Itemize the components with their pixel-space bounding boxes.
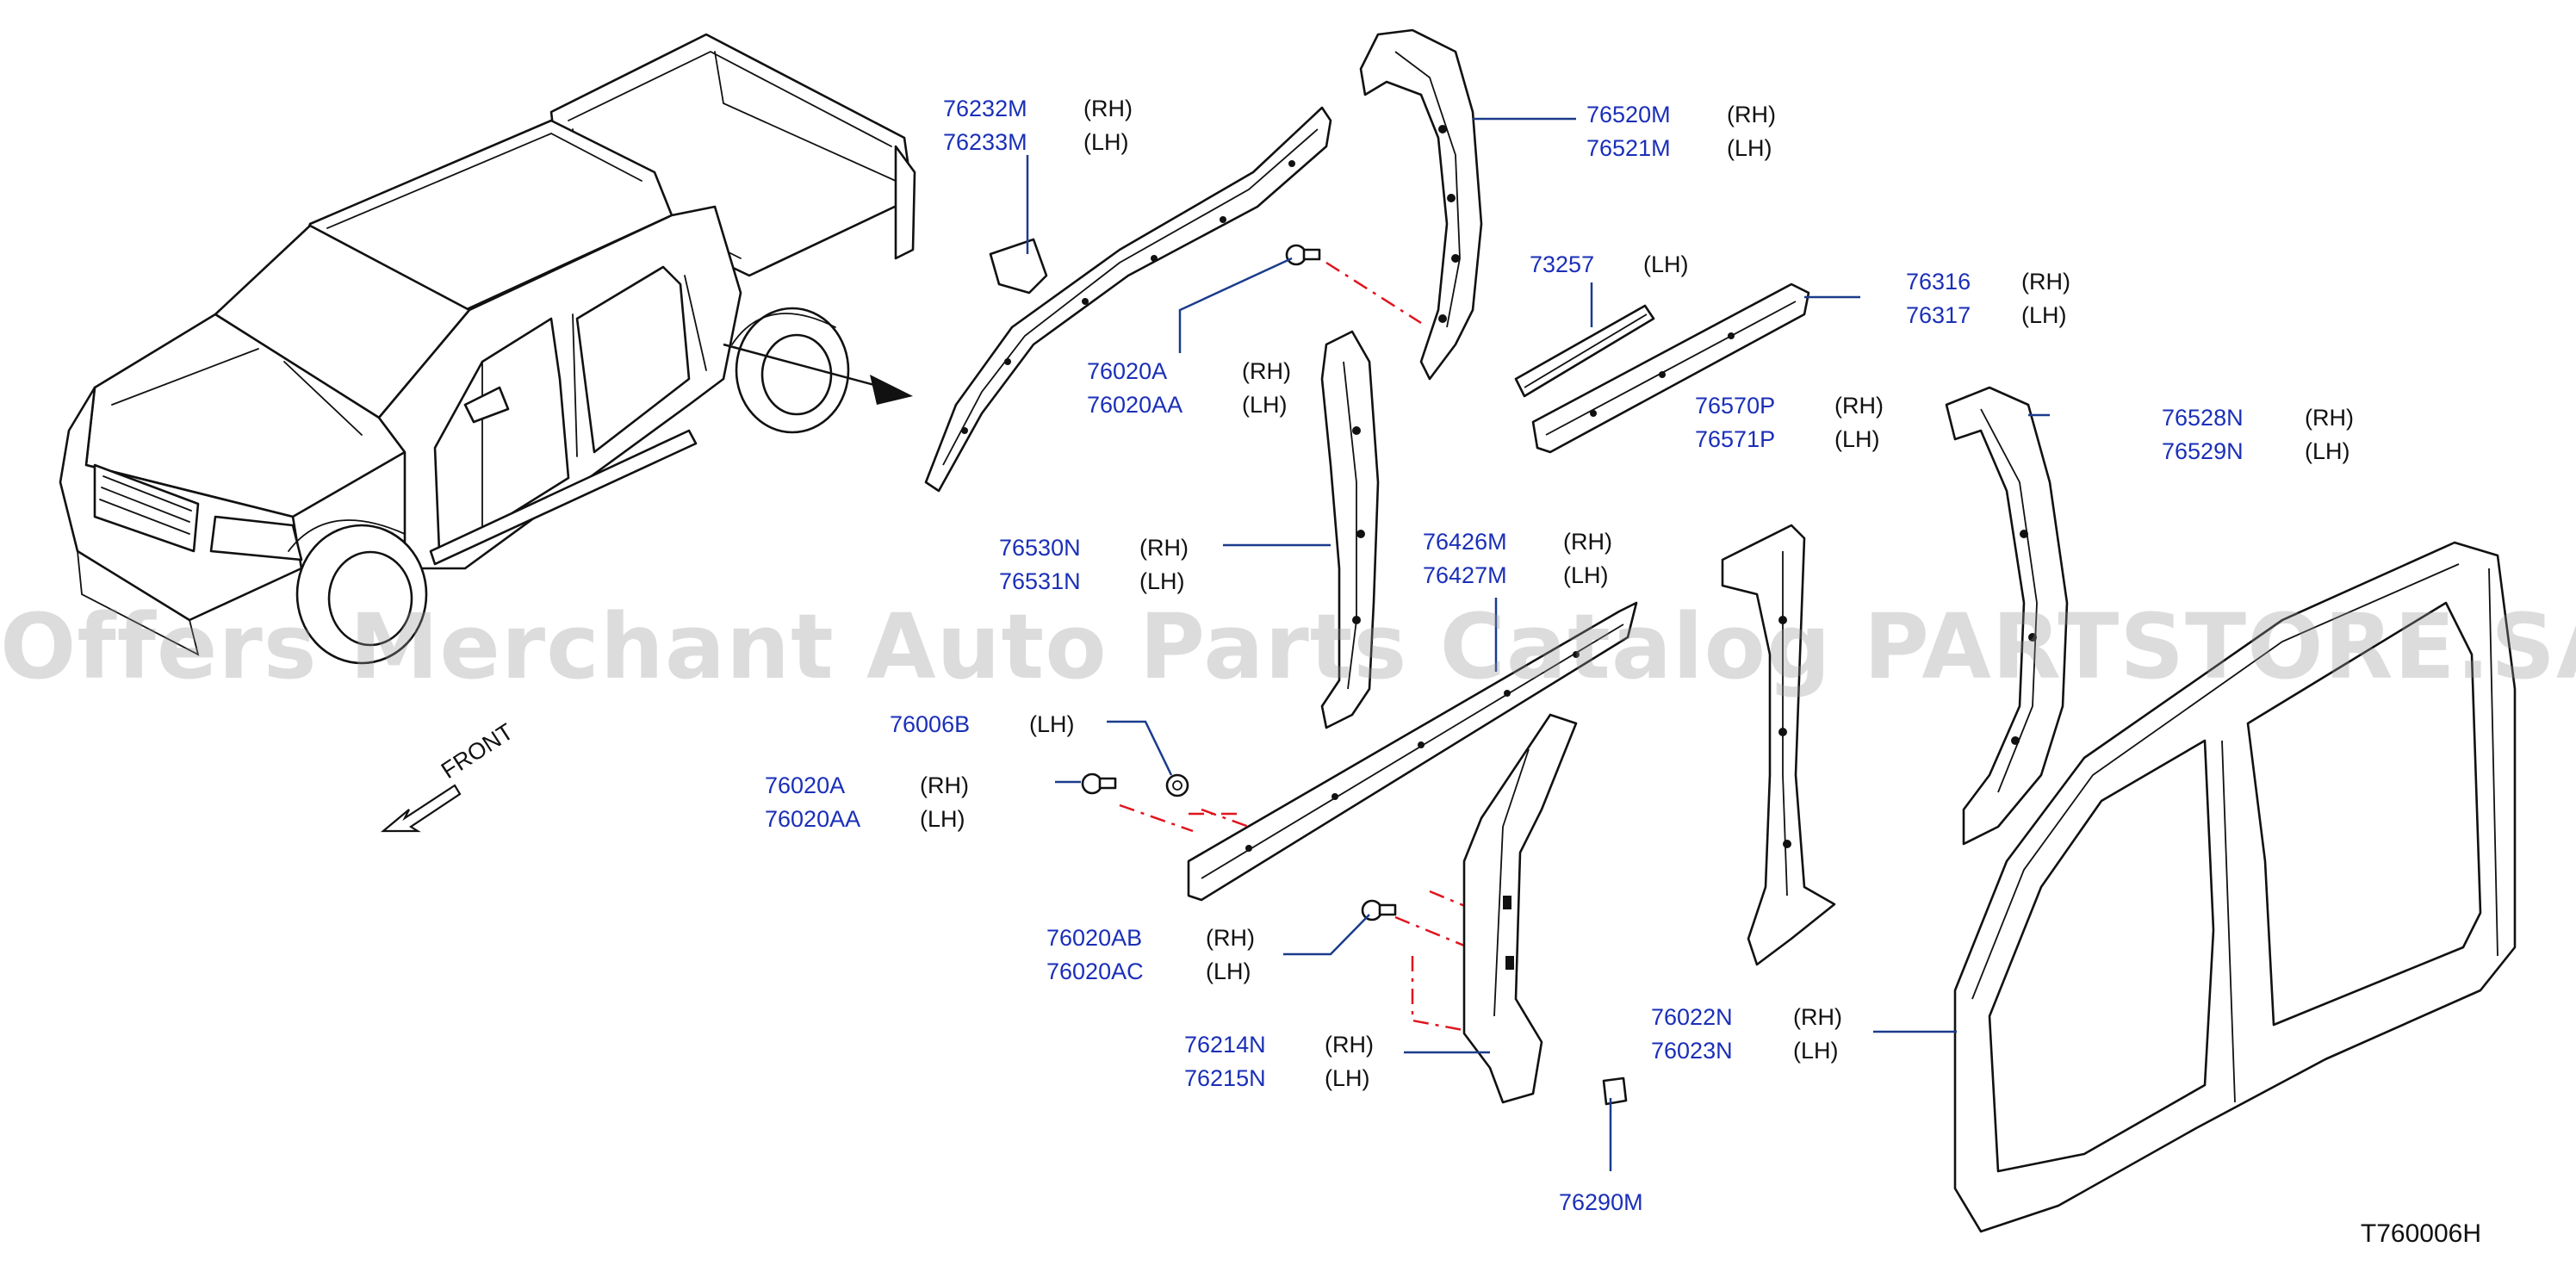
callout-76290M: 76290M	[1559, 1189, 1643, 1215]
part-number: 76290M	[1559, 1189, 1643, 1215]
part-number: 76531N	[999, 568, 1081, 594]
part-number: 76020AA	[765, 806, 860, 832]
part-rear-roof-rail	[1531, 282, 1810, 454]
part-number: 76426M	[1423, 529, 1507, 555]
callout-76426M: 76426M 76427M (RH) (LH)	[1423, 529, 1612, 588]
callout-76530N: 76530N 76531N (RH) (LH)	[999, 535, 1189, 594]
part-rear-pillar-outer	[1945, 386, 2069, 846]
side-label: (LH)	[1139, 568, 1185, 594]
callout-76528N: 76528N 76529N (RH) (LH)	[2162, 405, 2354, 464]
leader-lines	[1026, 117, 2050, 1171]
side-label: (RH)	[1563, 529, 1612, 555]
part-number: 76316	[1906, 269, 1971, 295]
part-number: 76020AC	[1046, 958, 1144, 984]
side-label: (RH)	[2021, 269, 2070, 295]
side-label: (LH)	[1206, 958, 1251, 984]
callout-73257: 73257 (LH)	[1530, 251, 1689, 277]
part-number: 76215N	[1184, 1065, 1266, 1091]
side-label: (RH)	[1727, 102, 1776, 127]
side-label: (RH)	[1242, 358, 1291, 384]
side-label: (LH)	[1242, 392, 1288, 418]
callout-76020A-upper: 76020A 76020AA (RH) (LH)	[1087, 358, 1291, 418]
callout-76020AB: 76020AB 76020AC (RH) (LH)	[1046, 925, 1255, 984]
side-label: (LH)	[1834, 426, 1880, 452]
part-center-pillar-inner	[1320, 330, 1380, 729]
front-label: FRONT	[437, 718, 518, 784]
callout-76214N: 76214N 76215N (RH) (LH)	[1184, 1032, 1374, 1091]
part-roof-reinforcement	[1514, 304, 1655, 398]
assembly-line-1	[1325, 261, 1422, 325]
side-label: (LH)	[1643, 251, 1689, 277]
part-number: 76317	[1906, 302, 1971, 328]
part-roof-side-rail	[924, 106, 1332, 493]
side-label: (RH)	[1793, 1004, 1842, 1030]
side-label: (LH)	[1325, 1065, 1370, 1091]
side-label: (LH)	[1083, 129, 1129, 155]
part-number: 76020A	[765, 772, 845, 798]
side-label: (LH)	[2305, 438, 2350, 464]
side-label: (RH)	[1325, 1032, 1374, 1058]
part-number: 76521M	[1586, 135, 1671, 161]
callout-76520M: 76520M 76521M (RH) (LH)	[1586, 102, 1776, 161]
part-number: 76022N	[1651, 1004, 1733, 1030]
part-number: 76571P	[1695, 426, 1775, 452]
part-number: 76530N	[999, 535, 1081, 561]
part-center-pillar-upper	[1359, 28, 1483, 381]
vehicle-illustration	[59, 33, 916, 665]
part-number: 76529N	[2162, 438, 2244, 464]
fastener-bolt-sill	[1081, 772, 1117, 795]
side-label: (RH)	[1834, 393, 1884, 419]
part-number: 76570P	[1695, 393, 1775, 419]
fastener-bolt-hinge	[1361, 899, 1397, 921]
callout-76020A-lower: 76020A 76020AA (RH) (LH)	[765, 772, 969, 832]
fastener-bolt-upper	[1285, 244, 1321, 266]
side-label: (RH)	[920, 772, 969, 798]
side-label: (LH)	[1563, 562, 1609, 588]
part-number: 76232M	[943, 96, 1027, 121]
side-label: (LH)	[2021, 302, 2067, 328]
part-side-sill	[1187, 601, 1638, 902]
fastener-clip	[1602, 1076, 1628, 1106]
side-label: (LH)	[1793, 1038, 1839, 1064]
side-label: (LH)	[1029, 711, 1075, 737]
part-number: 76214N	[1184, 1032, 1266, 1058]
side-label: (LH)	[1727, 135, 1772, 161]
part-number: 76020AB	[1046, 925, 1142, 951]
part-number: 76006B	[890, 711, 970, 737]
callout-76006B: 76006B (LH)	[890, 711, 1075, 737]
part-rear-pillar-inner	[1721, 524, 1836, 966]
side-label: (LH)	[920, 806, 965, 832]
callout-76232M: 76232M 76233M (RH) (LH)	[943, 96, 1133, 155]
side-label: (RH)	[1083, 96, 1133, 121]
part-number: 76528N	[2162, 405, 2244, 431]
front-direction-arrow: FRONT	[380, 718, 518, 833]
part-number: 76020AA	[1087, 392, 1182, 418]
side-label: (RH)	[1139, 535, 1189, 561]
callout-76022N: 76022N 76023N (RH) (LH)	[1651, 1004, 1842, 1064]
part-number: 76233M	[943, 129, 1027, 155]
part-number: 73257	[1530, 251, 1594, 277]
part-number: 76023N	[1651, 1038, 1733, 1064]
assembly-line-2	[1119, 803, 1250, 833]
part-number: 76520M	[1586, 102, 1671, 127]
part-number: 76020A	[1087, 358, 1167, 384]
fastener-nut	[1165, 773, 1189, 797]
part-body-side-outer	[1953, 541, 2517, 1233]
callout-76316: 76316 76317 (RH) (LH)	[1906, 269, 2070, 328]
part-front-pillar-lower	[1462, 713, 1578, 1104]
part-number: 76427M	[1423, 562, 1507, 588]
callout-76570P: 76570P 76571P (RH) (LH)	[1695, 393, 1884, 452]
side-label: (RH)	[1206, 925, 1255, 951]
diagram-reference: T760006H	[2360, 1219, 2481, 1248]
side-label: (RH)	[2305, 405, 2354, 431]
